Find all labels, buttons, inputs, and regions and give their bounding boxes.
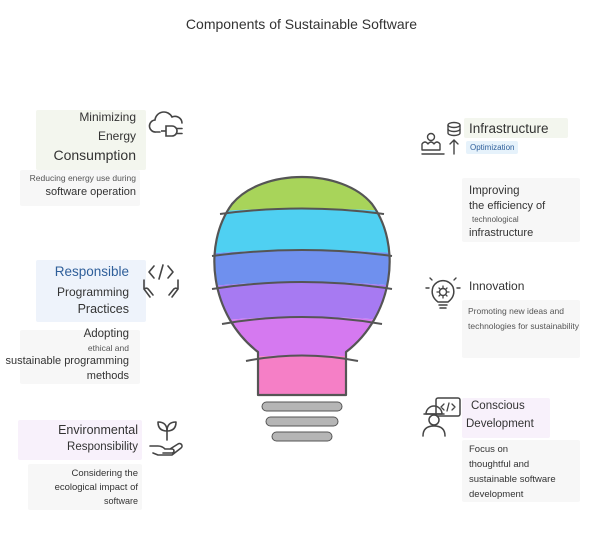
- environment-desc-line1: Considering the: [71, 468, 138, 479]
- development-desc-line1: Focus on: [469, 444, 509, 455]
- programming-title-line2: Programming: [56, 285, 129, 299]
- divider-line: [211, 249, 393, 257]
- optimization-badge: Optimization: [466, 141, 519, 154]
- programming-desc-line1: Adopting: [83, 328, 129, 340]
- base-ring: [265, 416, 339, 427]
- energy-desc-line2: software operation: [45, 186, 137, 198]
- developer-code-icon: [422, 397, 461, 437]
- development-desc-line4: development: [469, 489, 524, 500]
- innovation-title: Innovation: [469, 279, 525, 293]
- infrastructure-desc-line4: infrastructure: [469, 227, 534, 239]
- base-ring: [261, 401, 343, 412]
- label-shade: [462, 300, 580, 358]
- bulb-base: [261, 401, 343, 442]
- divider-line: [221, 316, 383, 325]
- innovation-desc-line1: Promoting new ideas and: [468, 306, 564, 316]
- divider-line: [219, 207, 385, 215]
- base-ring: [271, 431, 333, 442]
- band-violet: [214, 282, 390, 324]
- label-shade: [464, 118, 568, 138]
- label-shade: [18, 420, 142, 460]
- programming-desc-line4: methods: [86, 370, 129, 382]
- band-blue: [214, 250, 390, 289]
- infrastructure-desc-line1: Improving: [469, 185, 520, 197]
- development-title-line1: Conscious: [471, 400, 525, 412]
- label-shade: [462, 440, 580, 502]
- programming-title-line1: Responsible: [54, 264, 129, 279]
- label-shade: [36, 260, 146, 322]
- page-title: Components of Sustainable Software: [185, 16, 418, 32]
- energy-desc-line1: Reducing energy use during: [29, 173, 136, 183]
- label-shade: [36, 110, 146, 170]
- lightbulb-gear-icon: [425, 277, 461, 309]
- development-desc-line2: thoughtful and: [469, 459, 530, 470]
- infrastructure-desc-line3: technological: [472, 215, 519, 224]
- band-pink: [214, 355, 390, 395]
- server-upload-icon: [421, 121, 461, 155]
- infrastructure-title: Infrastructure: [469, 121, 549, 136]
- development-title-line2: Development: [466, 418, 534, 430]
- label-shade: [462, 178, 580, 242]
- label-shade: [20, 330, 140, 384]
- hand-leaf-icon: [149, 421, 183, 456]
- bulb-outline: [213, 175, 391, 397]
- programming-title-line3: Practices: [77, 302, 129, 316]
- energy-title-line3: Consumption: [53, 147, 137, 163]
- environment-desc-line2: ecological impact of: [54, 482, 138, 493]
- divider-line: [211, 281, 393, 290]
- programming-desc-line2: ethical and: [87, 343, 129, 353]
- band-green: [214, 177, 390, 214]
- hands-code-icon: [143, 264, 179, 298]
- innovation-desc-line2: technologies for sustainability: [468, 321, 580, 331]
- label-shade: [462, 398, 550, 438]
- environment-title-line2: Responsibility: [67, 441, 138, 453]
- label-shade: [20, 170, 140, 206]
- infrastructure-desc-line2: the efficiency of: [469, 200, 546, 212]
- bulb-bands: [214, 177, 390, 395]
- label-shade: [28, 464, 142, 510]
- environment-title-line1: Environmental: [58, 423, 138, 437]
- cloud-plug-icon: [148, 111, 183, 137]
- energy-title-line1: Minimizing: [79, 110, 136, 124]
- programming-desc-line3: sustainable programming: [5, 355, 129, 367]
- band-magenta: [214, 317, 390, 361]
- band-cyan: [214, 208, 390, 256]
- environment-desc-line3: software: [103, 496, 138, 506]
- energy-title-line2: Energy: [97, 129, 136, 143]
- development-desc-line3: sustainable software: [469, 474, 556, 485]
